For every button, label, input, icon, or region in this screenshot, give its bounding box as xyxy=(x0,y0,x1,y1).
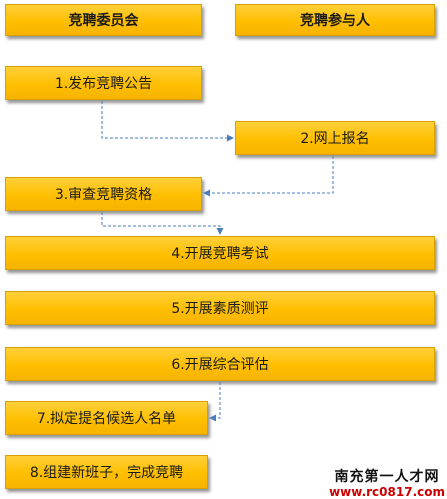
step-8-form-new-team: 8.组建新班子，完成竞聘 xyxy=(5,455,208,489)
header-committee: 竞聘委员会 xyxy=(5,4,202,36)
step-4-competition-exam: 4.开展竞聘考试 xyxy=(5,236,435,270)
site-watermark: 南充第一人才网 www.rc0817.com xyxy=(329,470,445,498)
step-2-online-registration: 2.网上报名 xyxy=(235,121,435,155)
step-5-quality-assessment: 5.开展素质测评 xyxy=(5,291,435,325)
connector-step6-to-step7 xyxy=(209,382,221,422)
connector-step2-to-step3 xyxy=(203,156,334,197)
step-3-review-qualification: 3.审查竞聘资格 xyxy=(5,177,202,211)
connector-step3-to-step4 xyxy=(101,212,224,235)
step-7-nominate-candidates: 7.拟定提名候选人名单 xyxy=(5,401,208,435)
step-1-publish-announcement: 1.发布竞聘公告 xyxy=(5,66,202,100)
header-participant: 竞聘参与人 xyxy=(235,4,435,36)
connector-step1-to-step2 xyxy=(101,101,234,142)
step-6-comprehensive-evaluation: 6.开展综合评估 xyxy=(5,347,435,381)
watermark-site-name: 南充第一人才网 xyxy=(334,469,440,485)
watermark-site-url: www.rc0817.com xyxy=(329,485,445,499)
